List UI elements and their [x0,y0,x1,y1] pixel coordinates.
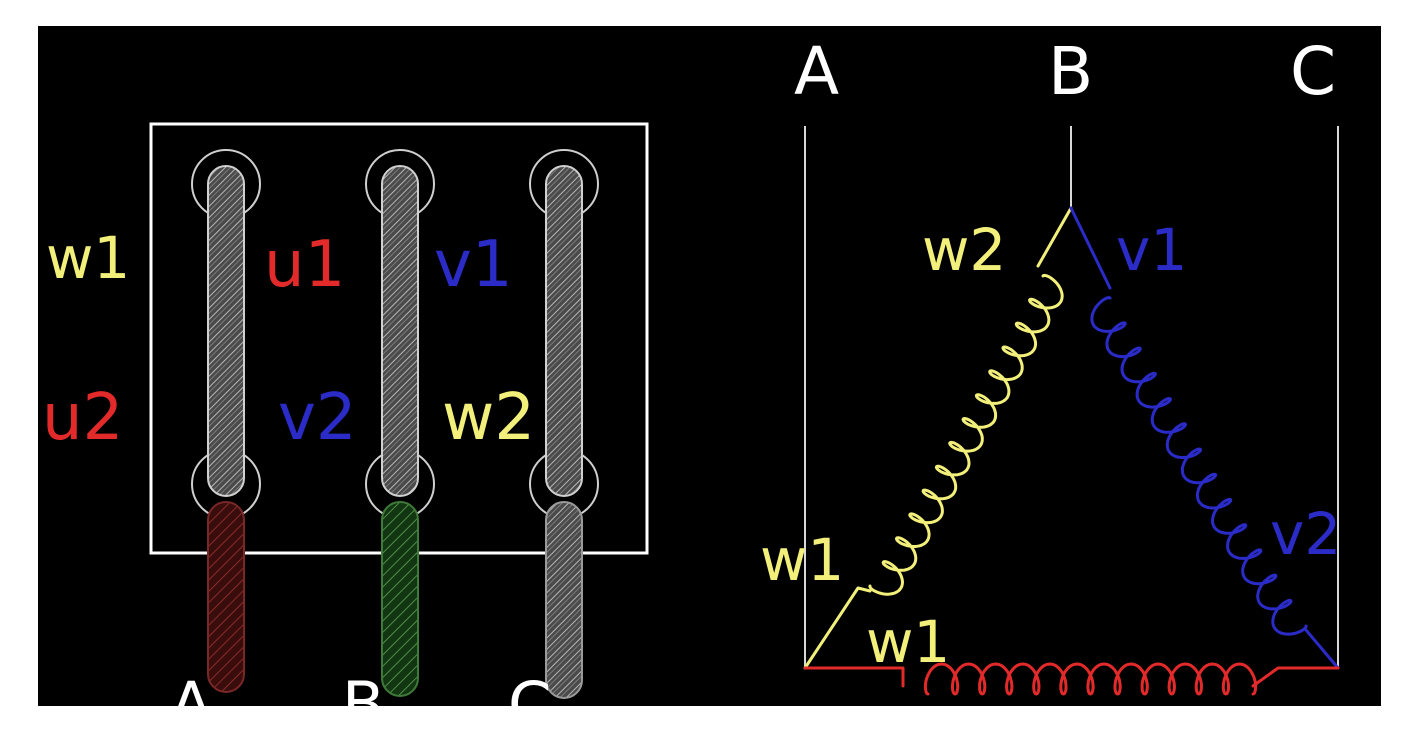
coil-v [1069,206,1340,670]
supply-lead-b [381,501,419,697]
diagram-canvas: w1 u1 v1 u2 v2 w2 A B C A B C w2 v1 w1 w… [38,26,1381,706]
terminal-link-2 [381,165,419,497]
line-label-b: B [1048,33,1093,110]
label-w2-right: w2 [922,216,1006,284]
coil-u [803,662,1340,696]
label-v1-left: v1 [434,228,513,302]
delta-diagram: A B C w2 v1 w1 w1 v2 [760,33,1341,696]
terminal-link-1 [207,165,245,497]
line-label-c: C [1290,33,1336,110]
supply-lead-c [545,501,583,699]
supply-lead-a [207,501,245,693]
label-u1: u1 [264,228,345,302]
label-v1-right: v1 [1116,216,1187,284]
wiring-diagram: w1 u1 v1 u2 v2 w2 A B C A B C w2 v1 w1 w… [42,33,1341,706]
terminal-label-a: A [170,668,212,706]
label-w1-left: w1 [46,224,130,292]
terminal-link-3 [545,165,583,497]
label-w2-left: w2 [442,381,535,455]
coil-w [803,206,1073,670]
label-w1-right-upper: w1 [760,526,844,594]
terminal-label-c: C [508,668,551,706]
label-v2-left: v2 [278,381,357,455]
line-label-a: A [794,33,839,110]
label-w1-right-lower: w1 [866,608,950,676]
terminal-box [149,122,649,699]
label-u2: u2 [42,381,123,455]
terminal-label-b: B [342,668,385,706]
label-v2-right: v2 [1270,500,1341,568]
